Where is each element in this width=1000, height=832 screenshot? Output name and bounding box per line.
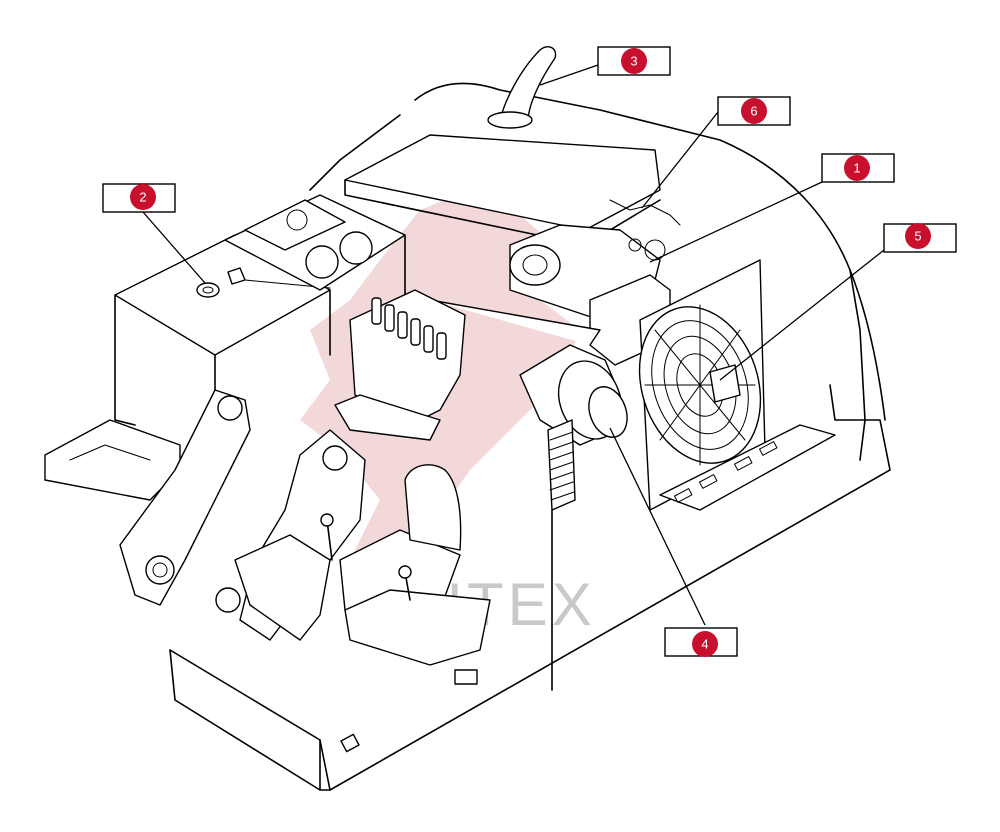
callout-6: 6 — [717, 96, 791, 126]
air-hose-ribs — [549, 431, 575, 501]
leader-3 — [539, 64, 599, 86]
leader-1 — [649, 181, 823, 263]
callout-5: 5 — [883, 223, 957, 253]
valve-stack — [371, 297, 447, 360]
callout-3-number: 3 — [630, 54, 637, 69]
callout-leaders — [142, 64, 885, 626]
callout-4-number: 4 — [701, 637, 708, 652]
callout-1: 1 — [821, 153, 895, 183]
callout-2: 2 — [102, 183, 176, 213]
leader-4 — [609, 427, 706, 626]
vent-slots — [674, 441, 778, 503]
callout-5-number: 5 — [914, 229, 921, 244]
callout-4: 4 — [664, 627, 738, 657]
leader-2 — [142, 211, 206, 284]
callout-3: 3 — [597, 46, 671, 76]
callout-6-number: 6 — [750, 104, 757, 119]
leader-6 — [641, 111, 719, 209]
machine-body — [44, 46, 891, 791]
leader-5 — [719, 249, 885, 381]
callout-1-number: 1 — [853, 161, 860, 176]
callout-2-number: 2 — [139, 190, 146, 205]
